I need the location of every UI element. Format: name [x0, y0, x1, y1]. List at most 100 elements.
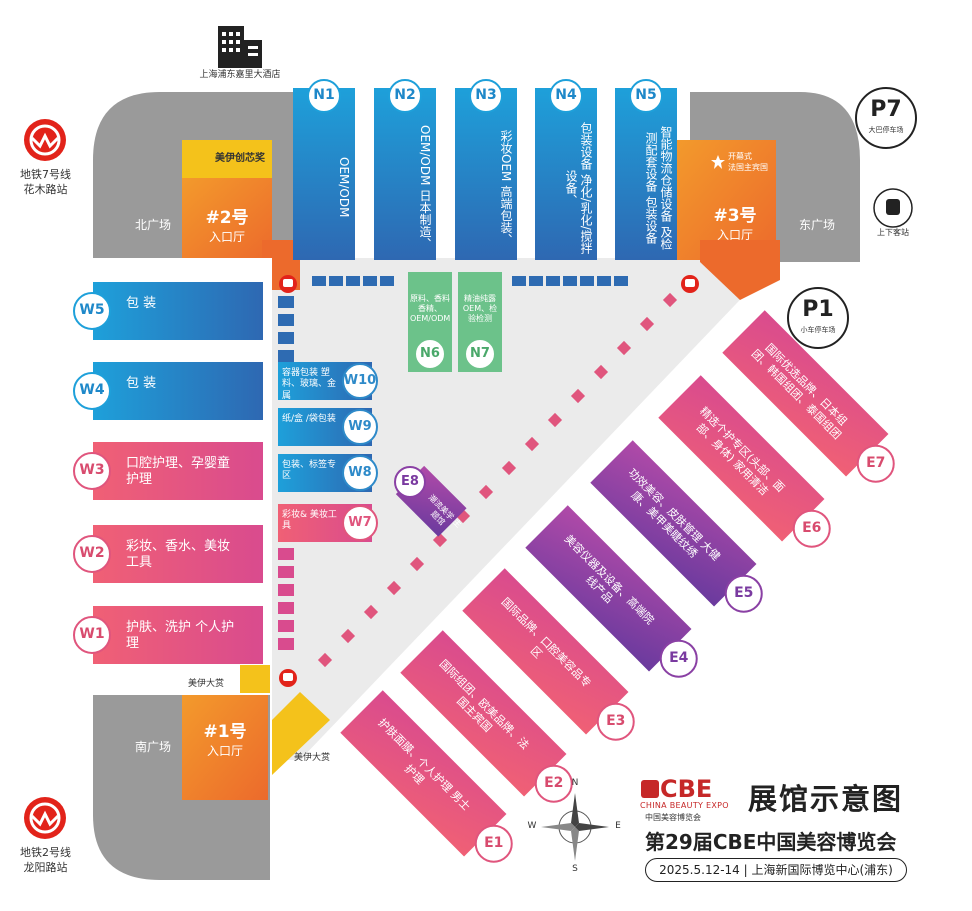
- booth-marker: [593, 364, 609, 380]
- hall-badge: [73, 372, 111, 410]
- award-dashang-top-label: 美伊大赏: [187, 679, 224, 689]
- p7-circle: [855, 87, 917, 149]
- hall-id-label: N4: [555, 87, 577, 103]
- hall-id-label: N6: [420, 346, 440, 361]
- compass-e: E: [615, 821, 621, 831]
- booth-marker: [346, 276, 360, 286]
- hall-badge: [724, 574, 763, 613]
- hall-desc-label: 智能物流仓储设备 及检测配套设备 包装设备: [644, 125, 673, 250]
- hall-id-label: E4: [669, 649, 689, 666]
- hall-e5[interactable]: [590, 440, 777, 627]
- hall-badge: [307, 79, 341, 113]
- hall-badge: [73, 616, 111, 654]
- hall-id-label: E1: [484, 834, 504, 851]
- hall-id-label: W8: [348, 465, 372, 480]
- award-chuangxin-bg: [182, 140, 272, 178]
- hall-badge: [342, 505, 378, 541]
- metro2-station-label: 龙阳路站: [23, 861, 68, 874]
- hall-id-label: W9: [348, 419, 372, 434]
- booth-marker: [524, 436, 540, 452]
- entrance-3-num: #3号: [713, 206, 757, 226]
- hall-badge: [474, 824, 513, 863]
- hall-n2[interactable]: [374, 88, 436, 260]
- south-plaza-label: 南广场: [134, 740, 171, 754]
- booth-marker: [432, 532, 448, 548]
- hall-desc-label: 护肤、洗护 个人护理: [126, 620, 235, 652]
- bus-stop-label: 上下客站: [877, 228, 909, 237]
- p1-desc: 小车停车场: [800, 326, 836, 334]
- hall-id-label: W3: [79, 462, 105, 478]
- hall-desc-label: 包 装: [126, 376, 157, 391]
- hall-id-label: N2: [394, 87, 416, 103]
- hall-e6[interactable]: [658, 375, 845, 562]
- booth-marker: [580, 276, 594, 286]
- hall-badge: [469, 79, 503, 113]
- hall-badge: [342, 409, 378, 445]
- hall-id-label: N5: [635, 87, 657, 103]
- hall-desc-label: 精油纯露 OEM、检验检测: [462, 294, 498, 323]
- award-chuangxin-label: 美伊创芯奖: [215, 153, 265, 164]
- hall-e7[interactable]: [722, 310, 909, 497]
- hall-n3[interactable]: [455, 88, 517, 260]
- bus-icon: [279, 669, 297, 687]
- north-plaza-label: 北广场: [134, 218, 171, 232]
- hall-desc-label: 包装设备 净化/乳化/搅拌设备、: [564, 121, 593, 254]
- booth-marker: [363, 276, 377, 286]
- hall-e1[interactable]: [340, 690, 527, 877]
- hall-e3[interactable]: [462, 568, 649, 755]
- hall-desc-label: 包装、标签专区: [282, 460, 337, 482]
- booth-marker: [278, 566, 294, 578]
- award-dashang-bottom-label: 美伊大赏: [293, 753, 330, 763]
- entrance-1-num: #1号: [203, 722, 247, 742]
- booth-marker: [278, 638, 294, 650]
- hall-badge: [394, 466, 426, 498]
- hall-badge: [534, 764, 573, 803]
- hall-id-label: W5: [79, 302, 105, 318]
- hall-desc-label: 彩妆& 美妆工具: [282, 510, 337, 532]
- kaimu2-label: 法国主宾国: [728, 163, 768, 172]
- compass-w: W: [527, 821, 537, 831]
- hall-badge: [792, 509, 831, 548]
- hall-badge: [73, 535, 111, 573]
- hall-n4[interactable]: [535, 88, 597, 260]
- hall-id-label: N3: [475, 87, 497, 103]
- hall-badge: [414, 338, 446, 370]
- hall-w3[interactable]: [93, 442, 263, 500]
- hall-w5[interactable]: [93, 282, 263, 340]
- east-plaza-label: 东广场: [798, 218, 835, 232]
- hall-desc-label: 包 装: [126, 296, 157, 311]
- hall-id-label: E5: [734, 584, 754, 601]
- hall-e2[interactable]: [400, 630, 587, 817]
- booth-marker: [478, 484, 494, 500]
- hall-w2[interactable]: [93, 525, 263, 583]
- page-subtitle: 第29届CBE中国美容博览会: [645, 830, 897, 854]
- hall-id-label: N1: [313, 87, 335, 103]
- booth-marker: [278, 314, 294, 326]
- p7-desc: 大巴停车场: [868, 126, 904, 134]
- hall-w1[interactable]: [93, 606, 263, 664]
- hall-badge: [73, 292, 111, 330]
- hotel-label: 上海浦东嘉里大酒店: [199, 70, 281, 80]
- hall-w4[interactable]: [93, 362, 263, 420]
- hall-e4[interactable]: [525, 505, 712, 692]
- bus-icon: [279, 275, 297, 293]
- hall-desc-label: OEM/ODM: [337, 157, 351, 218]
- entrance-1-block: [182, 695, 268, 800]
- hall-n1[interactable]: [293, 88, 355, 260]
- hall-id-label: E3: [606, 712, 626, 729]
- booth-marker: [546, 276, 560, 286]
- booth-marker: [278, 296, 294, 308]
- booth-marker: [662, 292, 678, 308]
- booth-marker: [614, 276, 628, 286]
- cbe-logo-mark: [641, 780, 659, 798]
- hall-desc-label: 彩妆、香水、美妆工具: [126, 539, 231, 571]
- north-halls: [293, 79, 677, 286]
- hall-n5[interactable]: [615, 88, 677, 260]
- booth-marker: [529, 276, 543, 286]
- hall-badge: [73, 452, 111, 490]
- booth-marker: [616, 340, 632, 356]
- booth-marker: [329, 276, 343, 286]
- hall-badge: [629, 79, 663, 113]
- booth-marker: [278, 548, 294, 560]
